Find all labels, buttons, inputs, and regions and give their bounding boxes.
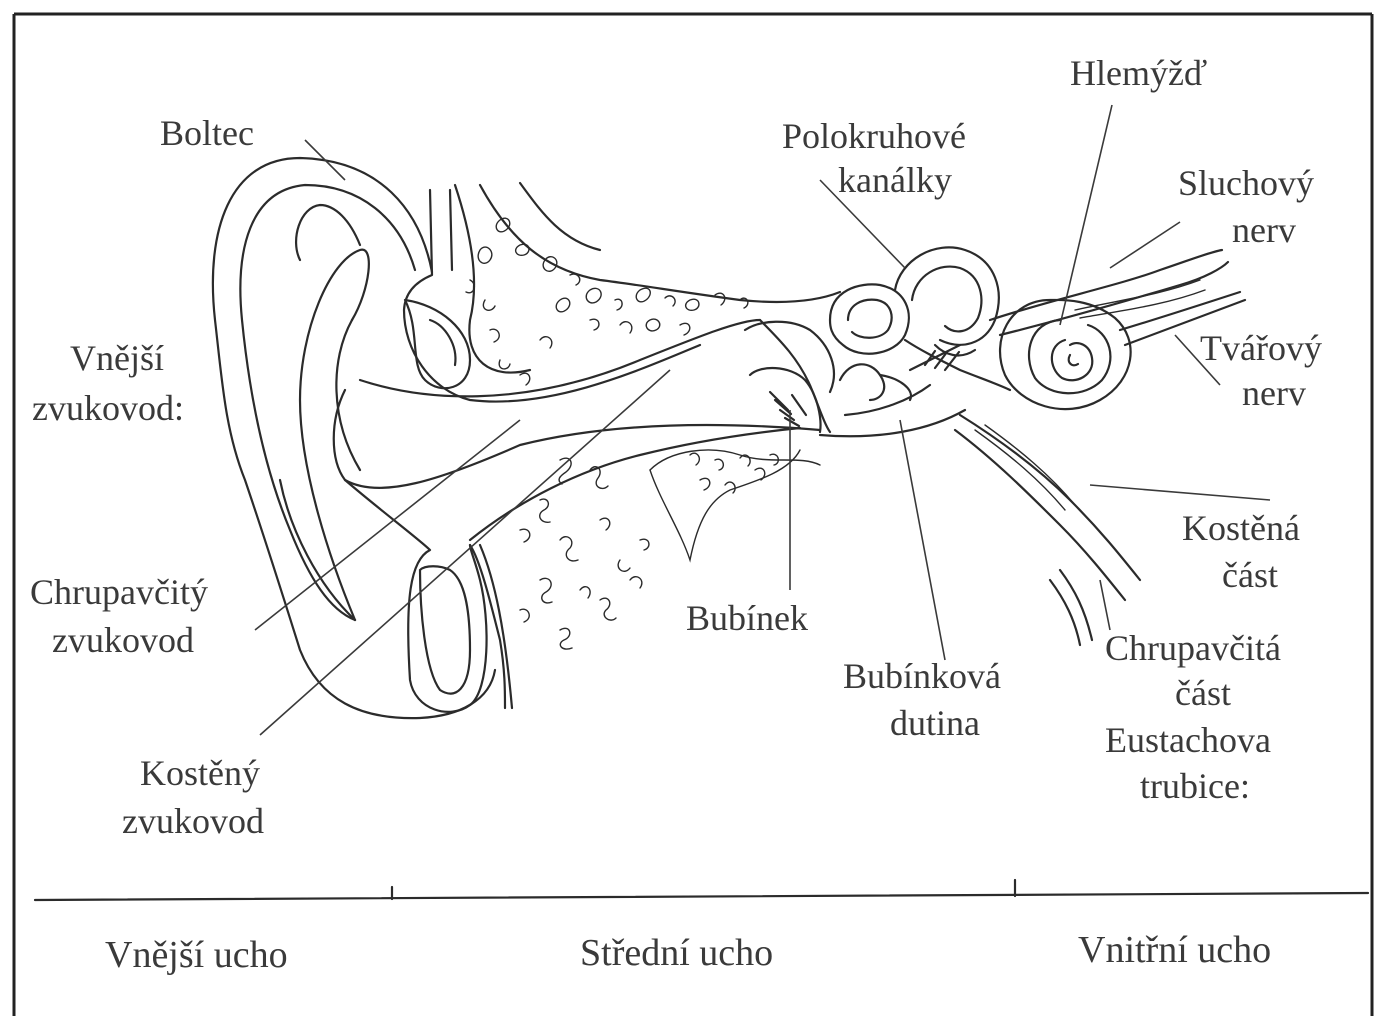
label-hlemyzd: Hlemýžď: [1070, 53, 1207, 93]
label-kosteny-zvukovod-line2: zvukovod: [122, 801, 264, 841]
zone-axis: Vnější ucho Střední ucho Vnitřní ucho: [35, 880, 1368, 976]
label-kosteny-zvukovod-line1: Kostěný: [140, 753, 260, 793]
label-chrupavcity-zvukovod-line2: zvukovod: [52, 620, 194, 660]
label-kostena-cast-line1: Kostěná: [1182, 508, 1300, 548]
label-vnejsi-zvukovod-line1: Vnější: [70, 338, 164, 378]
label-boltec: Boltec: [160, 113, 254, 153]
label-tvarovy-nerv-line1: Tvářový: [1200, 328, 1322, 368]
label-tvarovy-nerv-line2: nerv: [1242, 373, 1306, 413]
label-chrupavcita-cast-line1: Chrupavčitá: [1105, 628, 1281, 668]
label-polokruhove-kanalky-line2: kanálky: [838, 160, 952, 200]
zone-label-inner-ear: Vnitřní ucho: [1078, 929, 1271, 971]
inner-ear-drawing: [830, 247, 1245, 645]
label-sluchovy-nerv-line1: Sluchový: [1178, 163, 1314, 203]
middle-ear-drawing: [745, 320, 965, 436]
label-polokruhove-kanalky-line1: Polokruhové: [782, 116, 966, 156]
label-eustachova-trubice-line1: Eustachova: [1105, 720, 1271, 760]
diagram-frame: [14, 14, 1372, 1016]
zone-label-middle-ear: Střední ucho: [580, 932, 773, 974]
zone-label-outer-ear: Vnější ucho: [105, 934, 288, 976]
label-chrupavcita-cast-line2: část: [1175, 673, 1231, 713]
label-eustachova-trubice-line2: trubice:: [1140, 766, 1250, 806]
label-bubinkova-dutina-line1: Bubínková: [843, 656, 1001, 696]
label-bubinek: Bubínek: [686, 598, 808, 638]
label-chrupavcity-zvukovod-line1: Chrupavčitý: [30, 572, 208, 612]
label-kostena-cast-line2: část: [1222, 555, 1278, 595]
label-vnejsi-zvukovod-line2: zvukovod:: [32, 388, 184, 428]
pinna-drawing: [213, 158, 495, 718]
label-sluchovy-nerv-line2: nerv: [1232, 210, 1296, 250]
bone-texture: [466, 218, 820, 649]
label-bubinkova-dutina-line2: dutina: [890, 703, 980, 743]
